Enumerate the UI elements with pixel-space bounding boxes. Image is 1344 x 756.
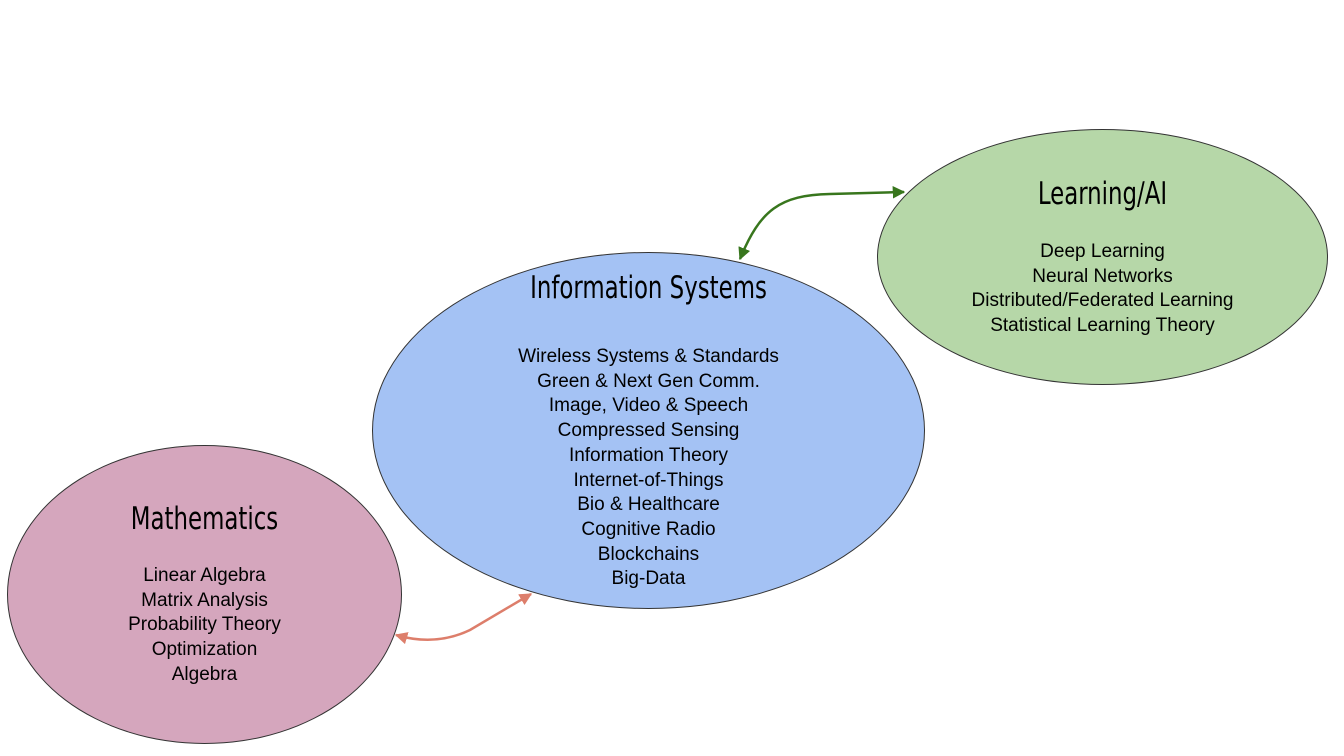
list-item: Probability Theory — [128, 614, 281, 636]
list-item: Cognitive Radio — [581, 518, 716, 540]
list-item: Image, Video & Speech — [548, 395, 749, 417]
list-item: Matrix Analysis — [141, 589, 268, 611]
list-item: Compressed Sensing — [557, 420, 740, 442]
list-item: Internet-of-Things — [573, 469, 724, 491]
mathematics-node: Mathematics Linear Algebra Matrix Analys… — [7, 445, 402, 744]
list-item: Distributed/Federated Learning — [971, 290, 1234, 312]
mathematics-list: Linear Algebra Matrix Analysis Probabili… — [8, 564, 401, 688]
list-item: Blockchains — [597, 543, 700, 565]
information-systems-list: Wireless Systems & Standards Green & Nex… — [373, 345, 924, 592]
list-item: Bio & Healthcare — [577, 494, 720, 516]
learning-ai-node: Learning/AI Deep Learning Neural Network… — [877, 129, 1328, 385]
list-item: Wireless Systems & Standards — [518, 346, 779, 367]
list-item: Algebra — [171, 663, 238, 685]
list-item: Deep Learning — [1040, 241, 1165, 262]
list-item: Optimization — [151, 639, 258, 661]
list-item: Neural Networks — [1032, 265, 1173, 287]
list-item: Statistical Learning Theory — [990, 315, 1215, 337]
information-systems-title: Information Systems — [530, 270, 767, 306]
learning-ai-title: Learning/AI — [1037, 176, 1168, 212]
list-item: Green & Next Gen Comm. — [537, 370, 760, 392]
list-item: Information Theory — [568, 444, 729, 466]
learning-ai-list: Deep Learning Neural Networks Distribute… — [878, 240, 1327, 339]
list-item: Linear Algebra — [143, 565, 266, 586]
connector-math-to-info — [394, 592, 533, 645]
information-systems-node: Information Systems Wireless Systems & S… — [372, 252, 925, 609]
list-item: Big-Data — [611, 568, 686, 590]
mathematics-title: Mathematics — [130, 501, 279, 537]
